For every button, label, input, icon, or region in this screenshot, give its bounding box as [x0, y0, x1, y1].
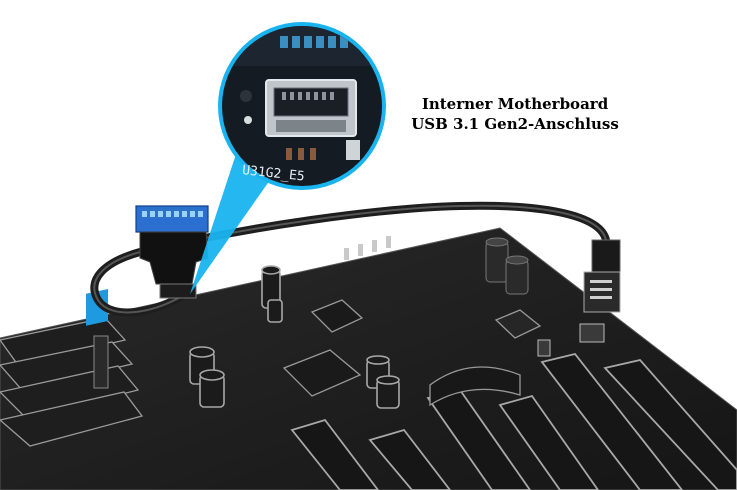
cable-end-connector [583, 239, 621, 313]
callout-beam [190, 148, 270, 294]
caption-line-1: Interner Motherboard [421, 95, 609, 113]
zoom-inset: U31G2_E5 [218, 22, 386, 190]
large-capacitors [485, 237, 529, 295]
board-pin-headers [344, 236, 605, 357]
capacitors [189, 265, 400, 409]
caption: Interner Motherboard USB 3.1 Gen2-Anschl… [385, 94, 645, 134]
chips [282, 299, 542, 407]
blue-header-block [86, 289, 109, 389]
header-silkscreen-label: U31G2_E5 [241, 163, 305, 184]
expansion-slots [290, 352, 737, 490]
caption-line-2: USB 3.1 Gen2-Anschluss [411, 115, 619, 133]
usb-adapter [135, 205, 209, 299]
